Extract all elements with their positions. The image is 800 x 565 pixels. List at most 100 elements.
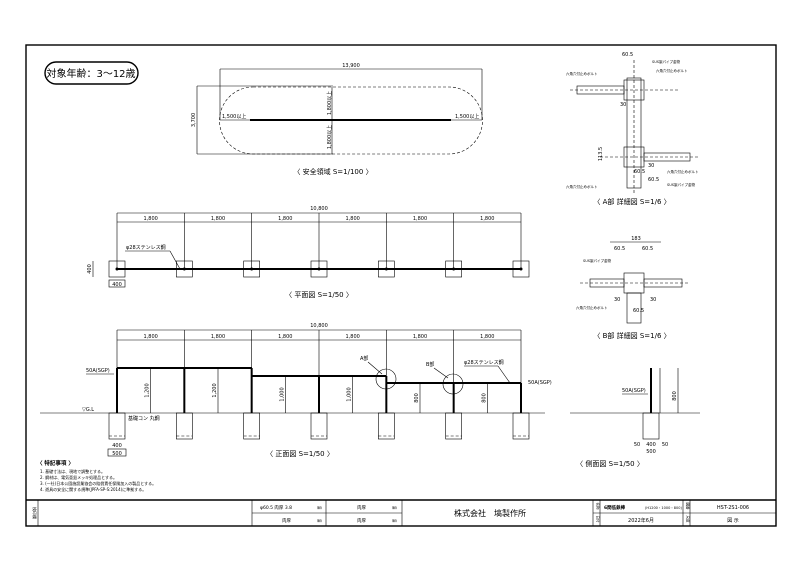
side-clearance-right: 1,500以上 (455, 113, 479, 120)
bar-height-dim: 800 (414, 393, 420, 403)
unit-2: ㎜ (317, 519, 322, 524)
unit-3: ㎜ (392, 506, 397, 511)
plan-footing (310, 260, 328, 278)
detail-a-dim-1: 60.5 (622, 52, 633, 58)
front-clearance-bottom: 1,800以上 (326, 125, 333, 149)
detail-b-dim-6: 60.5 (633, 308, 644, 314)
drawing-frame (25, 44, 777, 527)
front-span-dim: 1,800 (480, 334, 494, 340)
front-footing (512, 412, 530, 440)
plan-span-dim: 1,800 (211, 216, 225, 222)
footing-dim-500: 500 (112, 451, 122, 457)
detail-b-dim-1: 183 (631, 236, 641, 242)
unit-1: ㎜ (317, 506, 322, 511)
unit-4: ㎜ (392, 519, 397, 524)
plan-caption: 〈 平面図 S=1/50 〉 (285, 291, 353, 299)
stamp-label: 検印欄 (32, 507, 38, 519)
detail-b-label-2: 六角穴付止めボルト (576, 305, 608, 310)
front-footing (445, 412, 462, 440)
safety-width-dim: 13,900 (342, 63, 360, 69)
detail-a-dim-4: 60.5 (648, 177, 659, 183)
plan-span-dim: 1,800 (278, 216, 292, 222)
plan-footing (512, 260, 530, 278)
bar-height-dim: 1,200 (212, 383, 218, 397)
detail-a-label-3: 六角穴付止めボルト (656, 68, 688, 73)
plan-footing-width: 400 (112, 282, 122, 288)
plan-footing (108, 260, 126, 278)
detail-b-dim-5: 30 (650, 297, 656, 303)
plan-footing (378, 260, 395, 278)
detail-a-label-5: SUS製パイプ金物 (667, 182, 696, 187)
note-item: 2. 鋼材は、電気亜鉛メッキ処理品とする。 (40, 474, 117, 480)
plan-post (519, 267, 523, 271)
wall-label-3: 肉厚 (357, 504, 366, 511)
date-label: 日付 (596, 516, 601, 524)
side-clearance-left: 1,500以上 (222, 113, 246, 120)
detail-a-label-4: 六角穴付止めボルト (667, 169, 699, 174)
front-post-label: 50A(SGP) (86, 368, 110, 374)
plan-span-dim: 1,800 (413, 216, 427, 222)
plan-span-dim: 1,800 (480, 216, 494, 222)
notes-title: 〈 特記事項 〉 (37, 459, 74, 467)
detail-a-dim-2: 30 (620, 102, 626, 108)
note-item: 4. 遊具の安全に関する規準(JPFA-SP-S:2014)に準拠する。 (40, 486, 146, 492)
plan-total-dim: 10,800 (310, 206, 328, 212)
front-span-dim: 1,800 (346, 334, 360, 340)
age-badge-text: 対象年齢：3～12歳 (46, 67, 135, 80)
side-dim-400: 400 (646, 442, 656, 448)
drawing-number: HST-2S1-006 (717, 505, 749, 511)
plan-view: 10,800 φ28ステンレス鋼 400 400 〈 平面図 S=1/50 〉 … (87, 206, 530, 299)
front-span-dim: 1,800 (144, 334, 158, 340)
side-dim-50a: 50 (634, 442, 640, 448)
detail-a-label-6: 六角穴付止めボルト (566, 184, 598, 189)
plan-post (182, 267, 186, 271)
detail-b-view: 183 60.5 60.5 30 30 60.5 SUS製パイプ金物 六角穴付止… (576, 236, 690, 340)
safety-area-caption: 〈 安全領域 S=1/100 〉 (293, 167, 372, 176)
safety-area-outline (219, 86, 483, 155)
title-block: 検印欄 φ60.5 肉厚 3.8 ㎜ 肉厚 ㎜ 肉厚 ㎜ 肉厚 ㎜ 株式会社 塙… (26, 499, 776, 526)
side-post-label: 50A(SGP) (622, 388, 646, 394)
age-badge: 対象年齢：3～12歳 (44, 61, 139, 85)
bar-height-dim: 800 (481, 393, 487, 403)
front-view: 10,800 ▽G.L 50A(SGP) 50A(SGP) A部 B部 φ28ス… (40, 323, 552, 458)
detail-a-marker: A部 (360, 355, 368, 362)
bar-height-dim: 1,200 (145, 383, 151, 397)
detail-b-dim-3: 60.5 (642, 246, 653, 252)
detail-a-view: 60.5 30 60.5 60.5 30 113.5 六角穴付止めボルト SUS… (566, 52, 700, 206)
front-footing (243, 412, 260, 440)
drawing-scale: 図 示 (727, 518, 739, 524)
side-dim-500: 500 (646, 449, 656, 455)
front-footing (176, 412, 193, 440)
detail-a-dim-6: 113.5 (598, 147, 604, 161)
detail-b-caption: 〈 B部 詳細図 S=1/6 〉 (593, 331, 670, 340)
detail-a-caption: 〈 A部 詳細図 S=1/6 〉 (593, 197, 670, 206)
front-footing (378, 412, 395, 440)
front-span-dim: 1,800 (413, 334, 427, 340)
detail-b-dim-4: 30 (614, 297, 620, 303)
detail-b-dim-2: 60.5 (614, 246, 625, 252)
plan-footing (243, 260, 260, 278)
bar-height-dim: 1,000 (347, 387, 353, 401)
product-name-sub: (H1200・1000・800) (645, 506, 682, 510)
front-footing (310, 412, 328, 440)
company-name: 株式会社 塙製作所 (454, 508, 526, 518)
footing-label: 基礎コン 丸鋼 (128, 415, 160, 422)
front-post-label-right: 50A(SGP) (528, 380, 552, 386)
wall-label-2: 肉厚 (282, 517, 291, 524)
side-dim-50b: 50 (662, 442, 668, 448)
front-span-dim: 1,800 (278, 334, 292, 340)
footing-dim-400: 400 (112, 443, 122, 449)
bar-height-dim: 1,000 (279, 387, 285, 401)
detail-a-dim-3: 60.5 (634, 169, 645, 175)
plan-post (317, 267, 321, 271)
plan-post (384, 267, 388, 271)
plan-span-dim: 1,800 (144, 216, 158, 222)
front-total-dim: 10,800 (310, 323, 328, 329)
detail-b-marker: B部 (426, 361, 434, 368)
detail-a-label-1: 六角穴付止めボルト (566, 71, 598, 76)
plan-footing-depth: 400 (87, 264, 93, 274)
note-item: 1. 基礎寸法は、現地で調整とする。 (40, 468, 105, 474)
side-caption: 〈 側面図 S=1/50 〉 (576, 459, 644, 468)
front-span-dim: 1,800 (211, 334, 225, 340)
